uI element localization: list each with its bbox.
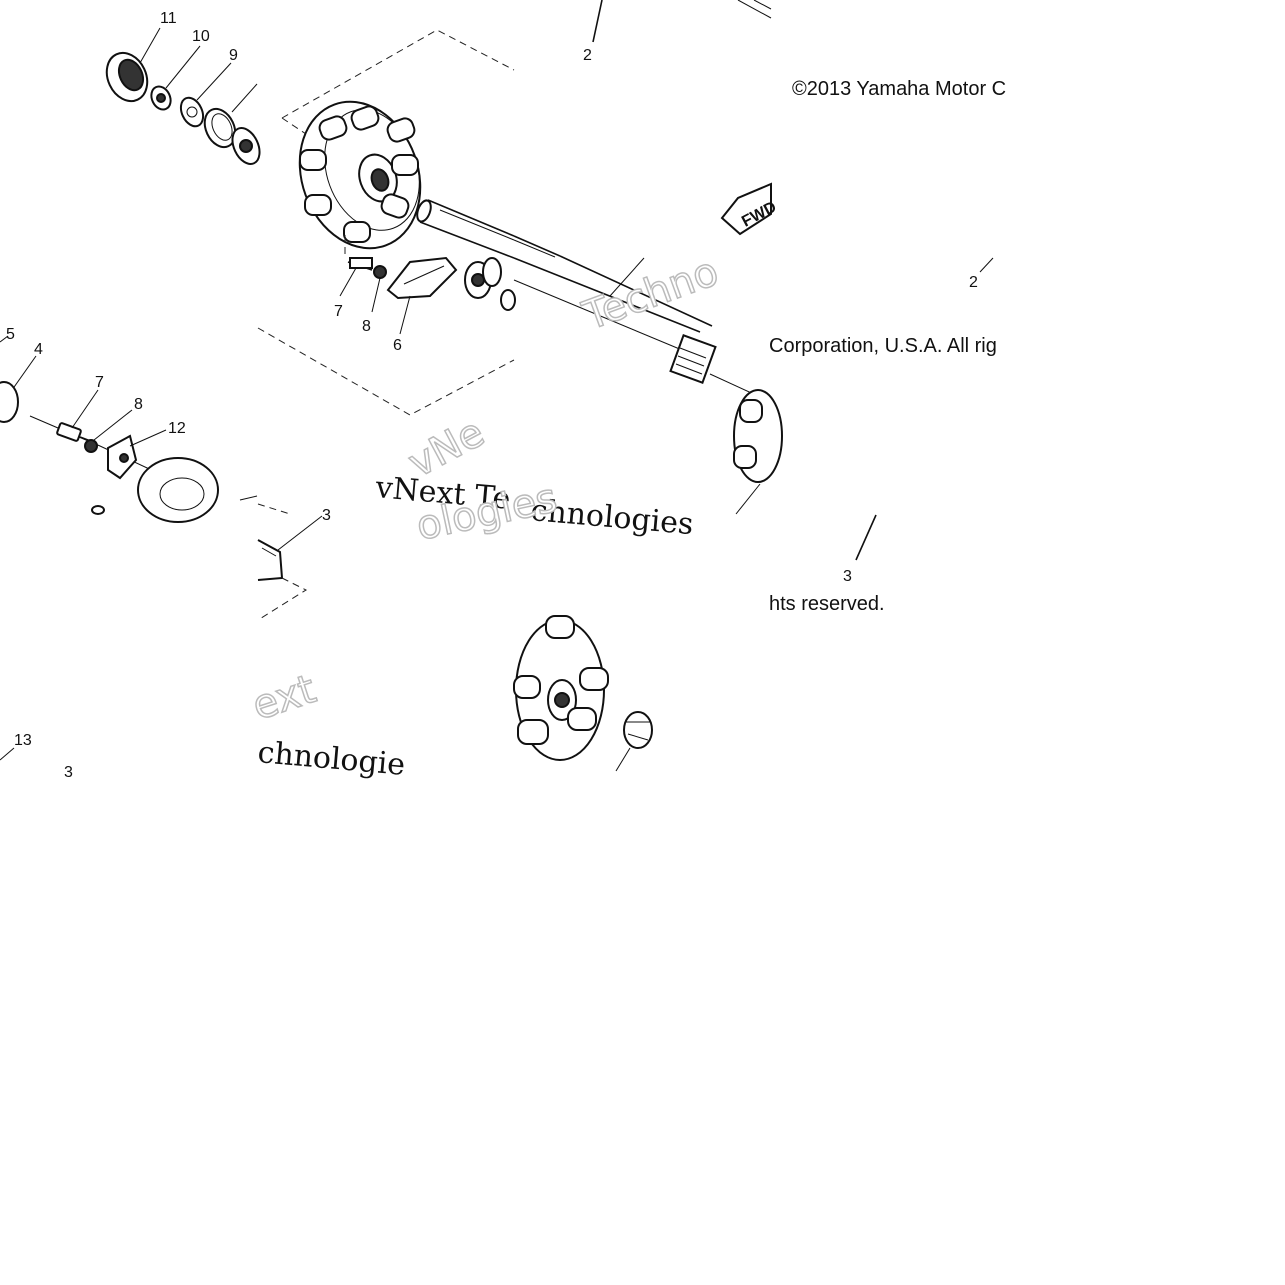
tile-center: 7 8 6 vNext Te vNe (257, 256, 516, 517)
callout-13: 13 (14, 732, 32, 749)
copyright-line-2: Corporation, U.S.A. All rig (769, 335, 997, 357)
watermark-outline-c: ext (247, 666, 321, 729)
copyright-line-1: ©2013 Yamaha Motor C (792, 78, 1006, 100)
nut-10 (150, 85, 172, 111)
tile-lower-right: 3 hts reserved. (769, 514, 885, 615)
hub-lower (91, 457, 219, 523)
callout-11: 11 (160, 10, 177, 27)
callout-2-top: 2 (583, 47, 592, 64)
sprocket-lower (513, 615, 609, 761)
callout-6: 6 (393, 337, 402, 354)
drive-shaft-left (416, 199, 515, 259)
clip-3-right (623, 711, 653, 749)
callout-12: 12 (168, 420, 186, 437)
callout-8-upper: 8 (362, 318, 371, 335)
tile-lower-left: 3 ext chnologie ologies 13 3 (0, 475, 562, 783)
bracket-6 (386, 256, 458, 300)
callout-5: 5 (6, 326, 15, 343)
callout-7-upper: 7 (334, 303, 343, 320)
washer-8-upper (373, 265, 387, 279)
callout-7-lower: 7 (95, 374, 104, 391)
tile-upper-left: 11 10 9 (105, 10, 261, 165)
washer-8-lower (84, 439, 98, 453)
callout-2-right: 2 (969, 274, 978, 291)
bearing (231, 127, 261, 165)
tile-lower-middle (513, 615, 653, 772)
callout-9: 9 (229, 47, 238, 64)
tile-upper-right: 2 FWD (513, 0, 779, 258)
tile-right-middle: 2 Corporation, U.S.A. All rig (769, 257, 997, 357)
seal-11 (105, 51, 149, 103)
sprocket-wheel (298, 100, 422, 250)
callout-3-bottom: 3 (64, 764, 73, 781)
fwd-arrow-sign: FWD (720, 182, 779, 236)
callout-3-right: 3 (843, 568, 852, 585)
shaft-bearing (464, 257, 502, 299)
washer-9 (179, 96, 205, 128)
drive-shaft (513, 255, 772, 403)
watermark-serif-c: chnologie (256, 735, 406, 783)
callout-3-left: 3 (322, 507, 331, 524)
tile-upper-middle (281, 29, 515, 259)
callout-8-lower: 8 (134, 396, 143, 413)
tile-far-right-top: ©2013 Yamaha Motor C (792, 78, 1006, 100)
callout-10: 10 (192, 28, 210, 45)
copyright-line-3: hts reserved. (769, 593, 885, 615)
tile-middle-left: 5 4 7 8 12 (0, 326, 258, 523)
ring (203, 107, 237, 149)
bolt-7-upper (347, 257, 387, 279)
watermark-outline-a: Techno (577, 248, 725, 339)
sprocket-right-partial (733, 389, 783, 483)
clip-3-left (257, 539, 284, 581)
callout-4: 4 (34, 341, 43, 358)
